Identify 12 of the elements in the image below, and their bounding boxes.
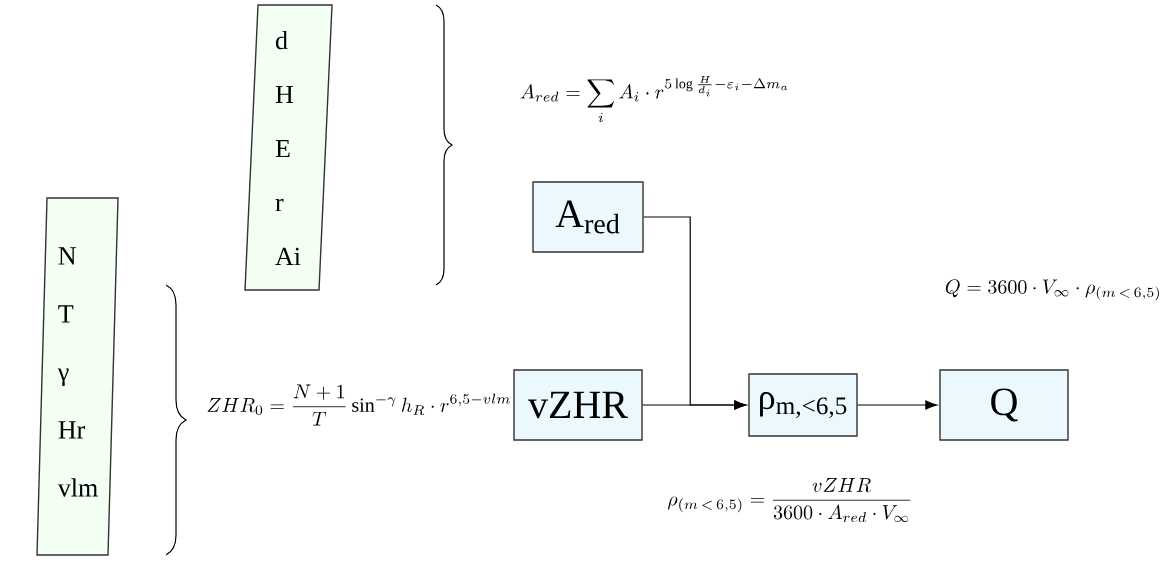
- process-box: Q: [939, 369, 1069, 441]
- process-box: A$_{red}$: [532, 181, 644, 253]
- formula: $ZHR_0 = \frac{N+1}{T}\sin^{-\gamma} h_R \cdot r^{6{,}5-vlm}$: [207, 384, 510, 426]
- formula: $Q = 3600 \cdot V_\infty \cdot \rho_{(m\,<\,6{,}5)}$: [945, 279, 1159, 301]
- process-box: vZHR: [513, 369, 643, 441]
- formula: $\rho_{(m\,<\,6{,}5)} = \frac{vZHR}{3600\cdot A_{red}\cdot V_\infty}$: [667, 478, 911, 523]
- process-box: ρ$_{m,<6,5}$: [748, 373, 858, 437]
- formula: $A_{red} = \sum_i A_i \cdot r^{5\log\frac{H}{d_i}-\varepsilon_i-\Delta m_a}$: [520, 76, 788, 123]
- parallelogram-box: d H E r Ai: [244, 4, 333, 291]
- parallelogram-box: N T γ Hr vlm: [36, 197, 119, 556]
- arrow: [643, 216, 747, 410]
- arrow: [857, 400, 938, 410]
